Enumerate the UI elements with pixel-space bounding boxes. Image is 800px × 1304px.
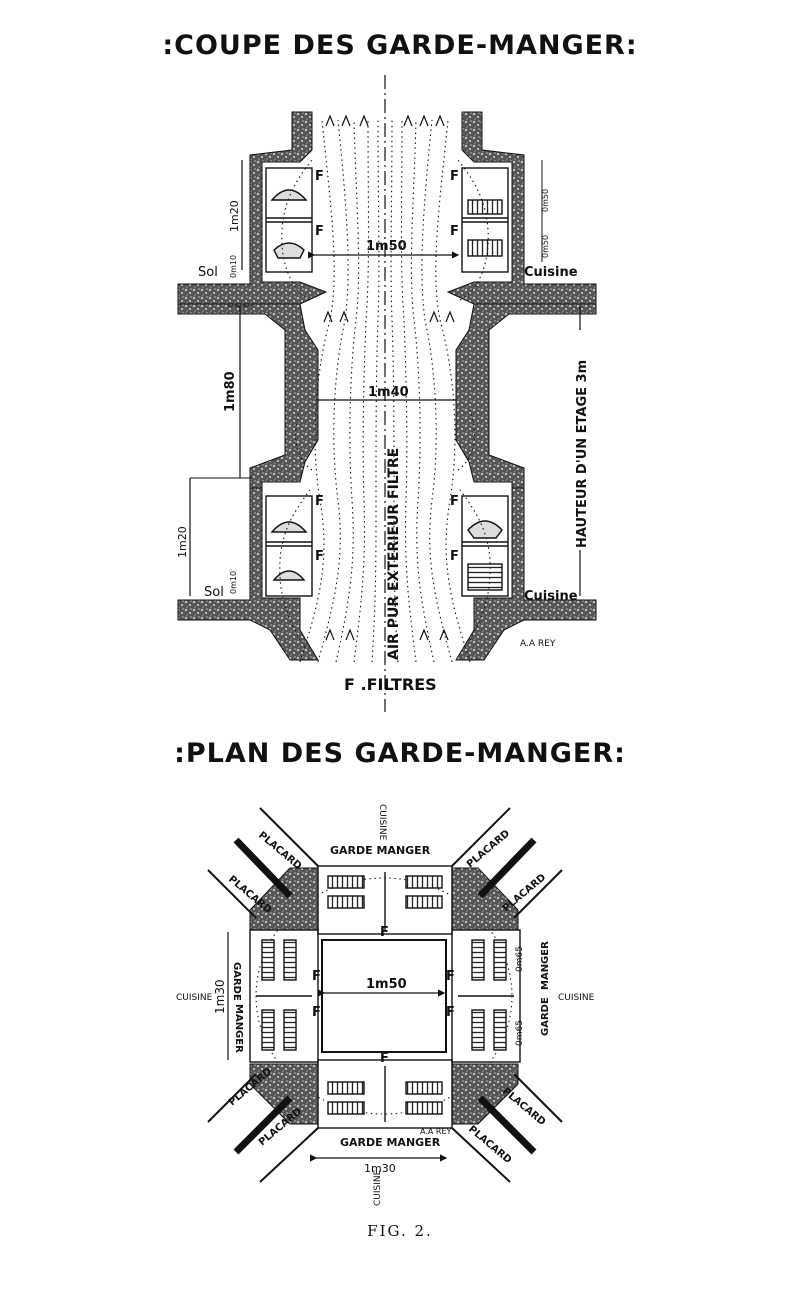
- section-drawing: F F F F F F F F 1m50 1m40 AIR PUR EXTERI…: [176, 75, 597, 712]
- plan-dim-bottom: 1m30: [364, 1162, 396, 1175]
- placard-label: PLACARD: [466, 1124, 513, 1166]
- flow-arrows: [323, 310, 455, 641]
- filter-marker: F: [312, 969, 321, 984]
- filter-marker: F: [315, 224, 324, 239]
- dim-shelf-a: 0m50: [541, 189, 550, 212]
- cabinet-lower-left: [265, 495, 313, 597]
- filter-marker: F: [315, 494, 324, 509]
- left-middle-wall: [177, 303, 319, 489]
- right-middle-wall: [455, 303, 597, 489]
- cabinet-upper-right: [461, 167, 509, 273]
- dim-sol-upper: 0m10: [229, 255, 238, 278]
- dim-mid-gap: 1m40: [368, 385, 409, 400]
- compartment-left: [249, 929, 319, 1063]
- plan-signature: A.A REY: [420, 1127, 452, 1136]
- filter-marker: F: [312, 1005, 321, 1020]
- filter-marker: F: [450, 549, 459, 564]
- garde-manger-top: GARDE MANGER: [330, 844, 431, 857]
- compartment-top: [317, 865, 453, 935]
- filter-marker: F: [380, 925, 389, 940]
- cuisine-left: CUISINE: [176, 993, 213, 1003]
- filter-marker: F: [315, 169, 324, 184]
- left-upper-wall: [177, 111, 328, 305]
- manger-left: MANGER: [233, 1004, 244, 1053]
- cuisine-bottom: CUISINE: [373, 1169, 383, 1206]
- cuisine-right: CUISINE: [558, 993, 595, 1003]
- filter-marker: F: [446, 969, 455, 984]
- cabinet-lower-right: [461, 495, 509, 597]
- dim-top-gap: 1m50: [366, 239, 407, 254]
- filter-marker: F: [446, 1005, 455, 1020]
- filter-marker: F: [450, 494, 459, 509]
- plan-title: :PLAN DES GARDE-MANGER:: [174, 738, 626, 769]
- filter-marker: F: [380, 1051, 389, 1066]
- central-shaft: [321, 939, 447, 1053]
- filter-marker: F: [450, 224, 459, 239]
- filter-marker: F: [450, 169, 459, 184]
- filter-legend: F .FILTRES: [344, 675, 437, 694]
- garde-manger-bottom: GARDE MANGER: [340, 1136, 441, 1149]
- plan-dim-center: 1m50: [366, 977, 407, 992]
- garde-right: GARDE: [540, 997, 551, 1036]
- figure-caption: FIG. 2.: [367, 1222, 433, 1240]
- plan-dim-right-a: 0m65: [515, 946, 525, 972]
- label-sol-lower: Sol: [204, 585, 224, 600]
- dim-upper-h: 1m20: [228, 200, 241, 232]
- air-flow-lines: [279, 119, 491, 663]
- dim-hauteur: 1m80: [223, 371, 238, 412]
- right-lower-wall: [455, 487, 597, 661]
- exhaust-arrows: [325, 114, 445, 127]
- plan-drawing: PLACARD PLACARD PLACARD PLACARD PLACARD …: [176, 804, 595, 1206]
- dim-sol-lower: 0m10: [229, 571, 238, 594]
- label-cuisine-lower: Cuisine: [524, 589, 578, 604]
- label-sol-upper: Sol: [198, 265, 218, 280]
- left-lower-wall: [177, 487, 319, 661]
- section-signature: A.A REY: [520, 639, 556, 649]
- garde-left: GARDE: [231, 962, 242, 1001]
- section-title: :COUPE DES GARDE-MANGER:: [162, 30, 638, 61]
- air-label: AIR PUR EXTERIEUR FILTRE: [386, 448, 402, 660]
- cabinet-upper-left: [265, 167, 313, 273]
- placard-label: PLACARD: [465, 828, 512, 870]
- plan-dim-left: 1m30: [213, 979, 227, 1014]
- dim-shelf-b: 0m50: [541, 235, 550, 258]
- placard-walls: [207, 807, 563, 1183]
- storey-height: HAUTEUR D'UN ETAGE 3m: [575, 360, 590, 548]
- manger-right: MANGER: [540, 941, 551, 990]
- filter-marker: F: [315, 549, 324, 564]
- compartment-bottom: [317, 1059, 453, 1129]
- compartment-right: [451, 929, 521, 1063]
- plan-dim-right-b: 0m65: [515, 1020, 525, 1046]
- cuisine-top: CUISINE: [377, 804, 387, 841]
- dim-lower-h: 1m20: [176, 526, 189, 558]
- label-cuisine-upper: Cuisine: [524, 265, 578, 280]
